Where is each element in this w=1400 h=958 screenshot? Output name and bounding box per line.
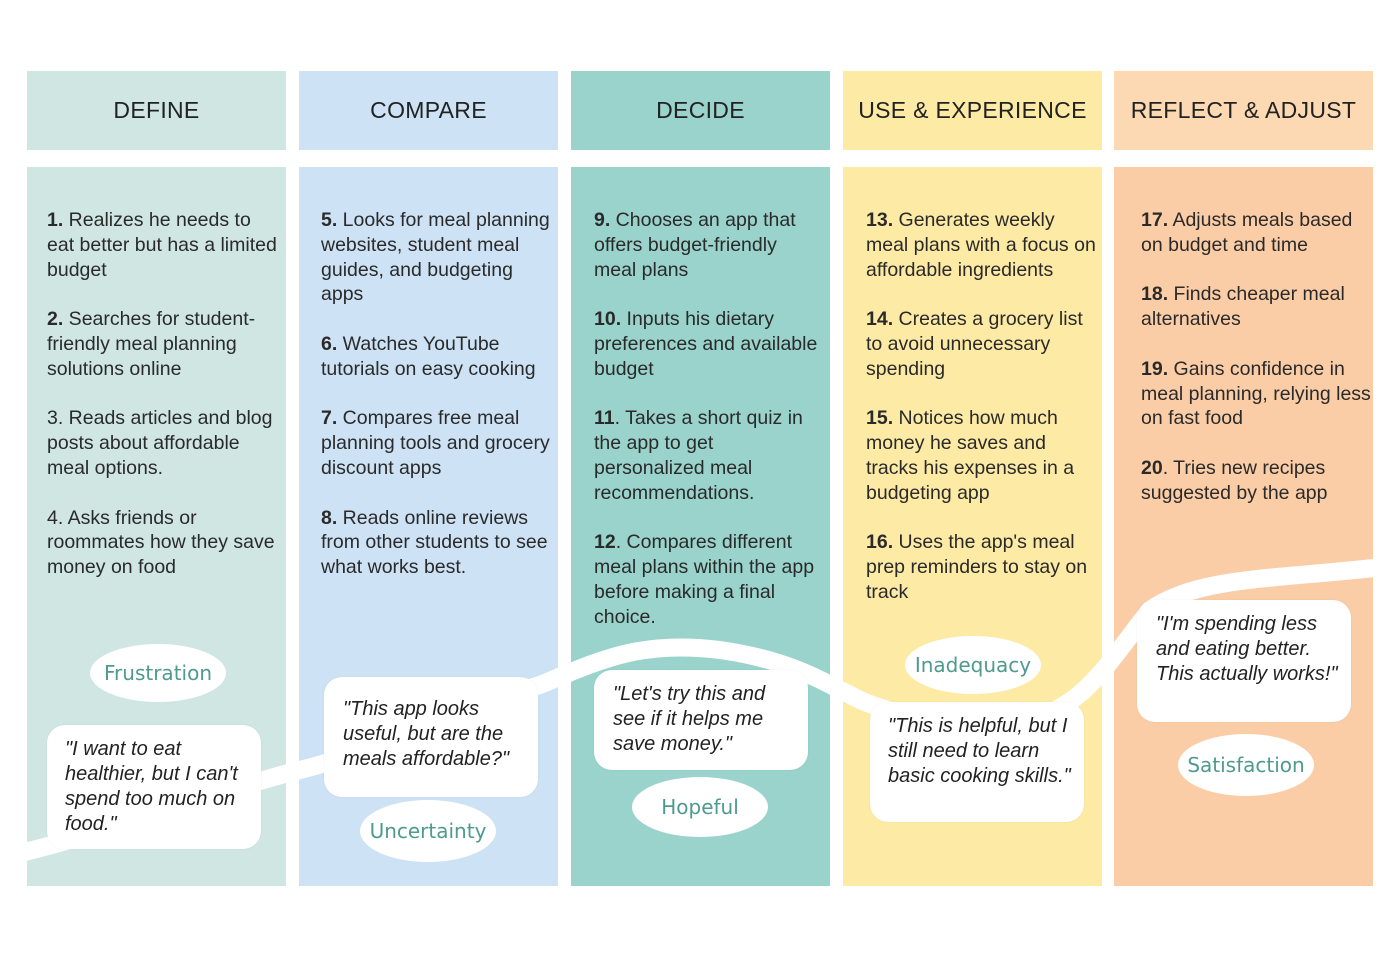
step-item: 15. Notices how much money he saves and … xyxy=(866,406,1096,505)
steps-decide: 9. Chooses an app that offers budget-fri… xyxy=(594,208,824,654)
step-item: 5. Looks for meal planning websites, stu… xyxy=(321,208,551,307)
step-text: . Takes a short quiz in the app to get p… xyxy=(594,407,803,504)
step-text: Watches YouTube tutorials on easy cookin… xyxy=(321,332,536,380)
step-text: Generates weekly meal plans with a focus… xyxy=(866,209,1096,281)
step-number: 15. xyxy=(866,407,894,430)
steps-compare: 5. Looks for meal planning websites, stu… xyxy=(321,208,551,605)
step-text: Inputs his dietary preferences and avail… xyxy=(594,308,818,380)
step-item: 7. Compares free meal planning tools and… xyxy=(321,406,551,480)
step-number: 8. xyxy=(321,506,338,529)
step-item: 17. Adjusts meals based on budget and ti… xyxy=(1141,208,1371,258)
step-text: Gains confidence in meal planning, relyi… xyxy=(1141,357,1371,430)
step-item: 10. Inputs his dietary preferences and a… xyxy=(594,307,824,381)
step-item: 1. Realizes he needs to eat better but h… xyxy=(47,208,277,282)
quote-reflect-adjust: "I'm spending less and eating better. Th… xyxy=(1137,600,1351,722)
step-number: 1. xyxy=(47,209,64,231)
step-number: 10. xyxy=(594,308,622,331)
step-item: 19. Gains confidence in meal planning, r… xyxy=(1141,357,1371,431)
step-number: 19. xyxy=(1141,357,1169,380)
step-number: 6. xyxy=(321,332,338,355)
step-item: 11. Takes a short quiz in the app to get… xyxy=(594,406,824,505)
step-number: 2. xyxy=(47,308,64,331)
stage-header-use-experience: USE & EXPERIENCE xyxy=(843,71,1102,150)
step-item: 18. Finds cheaper meal alternatives xyxy=(1141,282,1371,332)
step-item: 4. Asks friends or roommates how they sa… xyxy=(47,506,277,580)
stage-header-reflect-adjust: REFLECT & ADJUST xyxy=(1114,71,1373,150)
step-number: 17. xyxy=(1141,209,1169,231)
step-text: Looks for meal planning websites, studen… xyxy=(321,209,550,306)
step-text: . Tries new recipes suggested by the app xyxy=(1141,456,1328,504)
step-number: 5. xyxy=(321,209,338,231)
step-item: 14. Creates a grocery list to avoid unne… xyxy=(866,307,1096,381)
step-text: Adjusts meals based on budget and time xyxy=(1141,209,1353,256)
step-text: . Compares different meal plans within t… xyxy=(594,531,815,628)
step-text: Asks friends or roommates how they save … xyxy=(47,506,275,579)
step-number: 16. xyxy=(866,531,894,554)
step-text: Notices how much money he saves and trac… xyxy=(866,407,1075,504)
stage-header-define: DEFINE xyxy=(27,71,286,150)
step-text: Finds cheaper meal alternatives xyxy=(1141,283,1345,331)
step-number: 3. xyxy=(47,407,64,430)
steps-reflect-adjust: 17. Adjusts meals based on budget and ti… xyxy=(1141,208,1371,530)
step-number: 12 xyxy=(594,531,616,554)
step-number: 7. xyxy=(321,407,338,430)
step-item: 3. Reads articles and blog posts about a… xyxy=(47,406,277,480)
step-item: 8. Reads online reviews from other stude… xyxy=(321,506,551,580)
emotion-satisfaction: Satisfaction xyxy=(1178,734,1314,796)
step-item: 6. Watches YouTube tutorials on easy coo… xyxy=(321,332,551,382)
step-number: 20 xyxy=(1141,456,1163,479)
steps-use-experience: 13. Generates weekly meal plans with a f… xyxy=(866,208,1096,630)
step-item: 9. Chooses an app that offers budget-fri… xyxy=(594,208,824,282)
steps-define: 1. Realizes he needs to eat better but h… xyxy=(47,208,277,605)
step-item: 13. Generates weekly meal plans with a f… xyxy=(866,208,1096,282)
emotion-hopeful: Hopeful xyxy=(632,777,768,837)
quote-use-experience: "This is helpful, but I still need to le… xyxy=(870,702,1084,822)
emotion-inadequacy: Inadequacy xyxy=(905,636,1041,694)
step-number: 18. xyxy=(1141,283,1169,306)
stage-header-decide: DECIDE xyxy=(571,71,830,150)
step-number: 9. xyxy=(594,209,611,231)
step-text: Realizes he needs to eat better but has … xyxy=(47,209,277,281)
step-text: Chooses an app that offers budget-friend… xyxy=(594,209,796,281)
step-number: 11 xyxy=(594,407,615,430)
quote-decide: "Let's try this and see if it helps me s… xyxy=(594,670,808,770)
step-number: 4. xyxy=(47,506,64,529)
step-text: Searches for student-friendly meal plann… xyxy=(47,308,256,380)
emotion-uncertainty: Uncertainty xyxy=(360,800,496,862)
quote-compare: "This app looks useful, but are the meal… xyxy=(324,677,538,797)
step-item: 20. Tries new recipes suggested by the a… xyxy=(1141,456,1371,506)
step-item: 12. Compares different meal plans within… xyxy=(594,530,824,629)
emotion-frustration: Frustration xyxy=(90,644,226,702)
step-text: Reads articles and blog posts about affo… xyxy=(47,407,273,479)
stage-header-compare: COMPARE xyxy=(299,71,558,150)
step-item: 16. Uses the app's meal prep reminders t… xyxy=(866,530,1096,604)
step-text: Uses the app's meal prep reminders to st… xyxy=(866,531,1088,603)
step-number: 14. xyxy=(866,308,894,331)
step-text: Creates a grocery list to avoid unnecess… xyxy=(866,308,1083,380)
step-number: 13. xyxy=(866,209,894,231)
step-text: Compares free meal planning tools and gr… xyxy=(321,407,550,479)
step-item: 2. Searches for student-friendly meal pl… xyxy=(47,307,277,381)
step-text: Reads online reviews from other students… xyxy=(321,506,548,579)
quote-define: "I want to eat healthier, but I can't sp… xyxy=(47,725,261,849)
